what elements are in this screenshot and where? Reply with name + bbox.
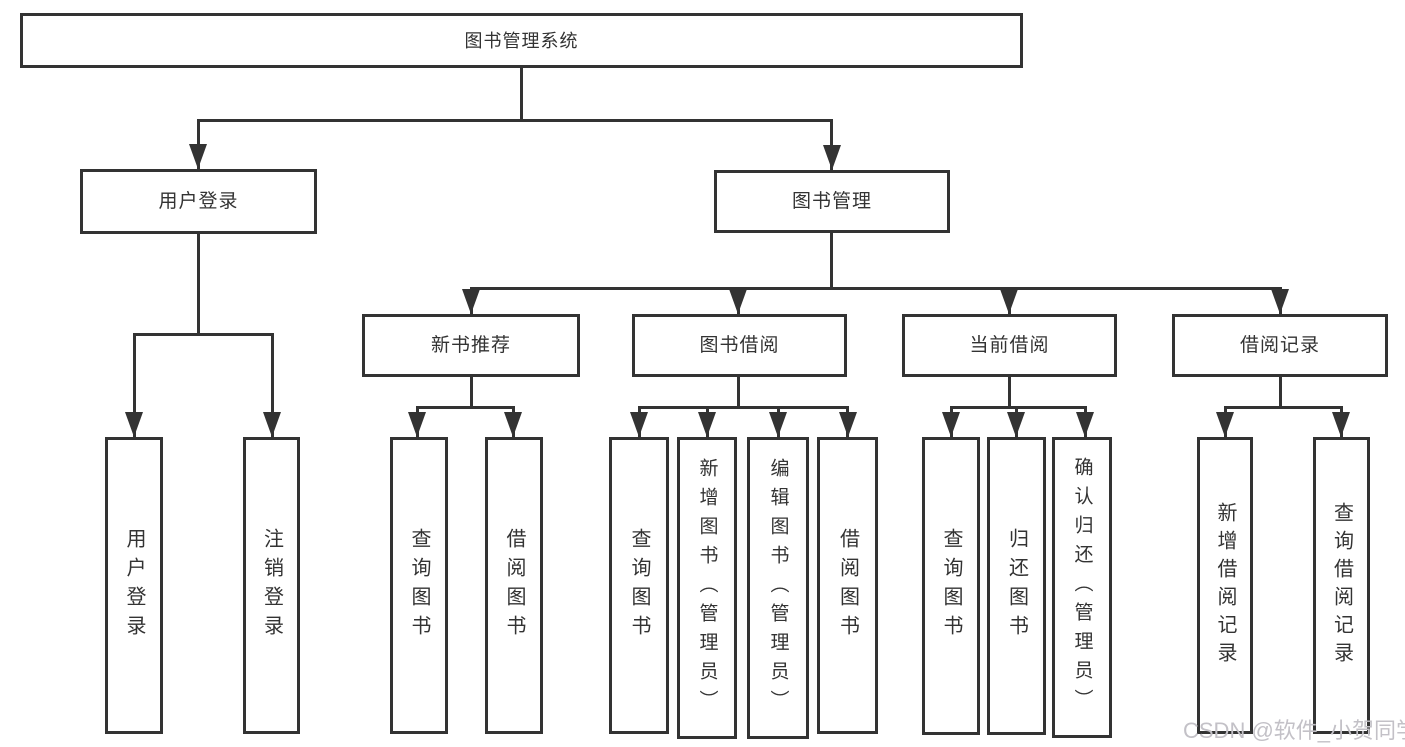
node-leaf-query-books-borrow: 查询图书 (609, 437, 669, 734)
connector-line (1224, 406, 1343, 409)
connector-line (470, 377, 473, 408)
arrow-down-icon (125, 412, 143, 437)
arrow-down-icon (1000, 289, 1018, 314)
node-leaf-confirm-return-admin: 确认归还（管理员） (1052, 437, 1112, 738)
node-leaf-user-login: 用户登录 (105, 437, 163, 734)
arrow-down-icon (1076, 412, 1094, 437)
connector-line (271, 333, 274, 437)
arrow-down-icon (823, 145, 841, 170)
node-cat-book-borrow: 图书借阅 (632, 314, 847, 377)
node-leaf-query-borrow-record: 查询借阅记录 (1313, 437, 1370, 734)
arrow-down-icon (462, 289, 480, 314)
node-root-system: 图书管理系统 (20, 13, 1023, 68)
connector-line (830, 233, 833, 289)
node-cat-borrow-records: 借阅记录 (1172, 314, 1388, 377)
connector-line (1008, 377, 1011, 408)
arrow-down-icon (189, 144, 207, 169)
node-leaf-borrow-books-rec: 借阅图书 (485, 437, 543, 734)
connector-line (1279, 377, 1282, 408)
arrow-down-icon (942, 412, 960, 437)
arrow-down-icon (1216, 412, 1234, 437)
node-branch-user-login: 用户登录 (80, 169, 317, 234)
node-leaf-query-books-rec: 查询图书 (390, 437, 448, 734)
connector-line (520, 68, 523, 122)
connector-line (830, 119, 833, 170)
connector-line (638, 406, 849, 409)
connector-line (133, 333, 136, 437)
arrow-down-icon (504, 412, 522, 437)
connector-line (197, 234, 200, 335)
connector-line (416, 406, 515, 409)
node-leaf-query-books-current: 查询图书 (922, 437, 980, 735)
arrow-down-icon (839, 412, 857, 437)
node-leaf-add-book-admin: 新增图书（管理员） (677, 437, 737, 739)
node-leaf-edit-book-admin: 编辑图书（管理员） (747, 437, 809, 739)
node-cat-new-book-recommend: 新书推荐 (362, 314, 580, 377)
connector-line (133, 333, 274, 336)
node-leaf-logout: 注销登录 (243, 437, 300, 734)
arrow-down-icon (408, 412, 426, 437)
arrow-down-icon (263, 412, 281, 437)
connector-line (197, 119, 833, 122)
arrow-down-icon (729, 289, 747, 314)
arrow-down-icon (698, 412, 716, 437)
arrow-down-icon (1271, 289, 1289, 314)
node-branch-book-management: 图书管理 (714, 170, 950, 233)
connector-line (737, 377, 740, 408)
connector-line (470, 287, 1282, 290)
arrow-down-icon (630, 412, 648, 437)
node-cat-current-borrow: 当前借阅 (902, 314, 1117, 377)
node-leaf-add-borrow-record: 新增借阅记录 (1197, 437, 1253, 734)
arrow-down-icon (769, 412, 787, 437)
arrow-down-icon (1007, 412, 1025, 437)
arrow-down-icon (1332, 412, 1350, 437)
csdn-watermark: CSDN @软件_小贺同学 (1183, 718, 1405, 743)
node-leaf-borrow-books-2: 借阅图书 (817, 437, 878, 734)
node-leaf-return-book: 归还图书 (987, 437, 1046, 735)
connector-line (950, 406, 1086, 409)
